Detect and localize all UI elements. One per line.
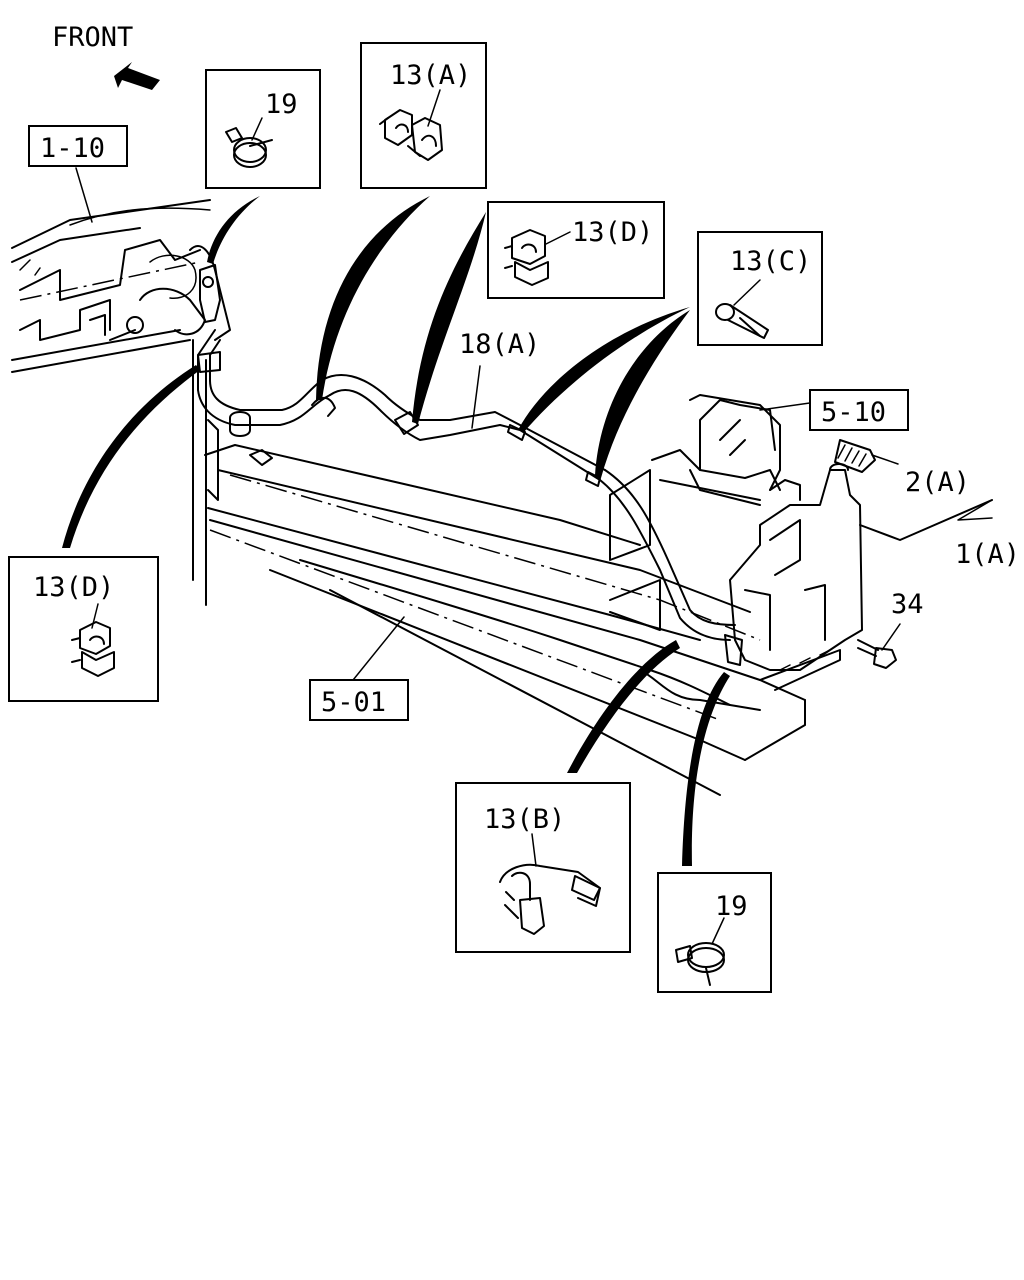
part-34-label: 34 [891, 589, 924, 620]
part-2a-label: 2(A) [905, 467, 970, 498]
callout-box-19-bottom: 19 [657, 872, 772, 993]
frame-and-body-linework [11, 199, 993, 796]
callout-box-19-top: 19 [205, 69, 321, 189]
label-leaders [75, 167, 993, 691]
reference-1-10: 1-10 [28, 125, 128, 167]
reference-5-01-label: 5-01 [321, 687, 386, 718]
hose-holder-clip-icon [499, 833, 601, 935]
reference-1-10-label: 1-10 [40, 133, 105, 164]
reference-5-01: 5-01 [309, 679, 409, 721]
callout-13c-label: 13(C) [730, 246, 811, 277]
callout-leaders [62, 196, 730, 866]
callout-13a-label: 13(A) [390, 60, 471, 91]
reference-5-10: 5-10 [809, 389, 909, 431]
callout-13d-top-label: 13(D) [572, 217, 653, 248]
front-label: FRONT [52, 22, 133, 53]
hose-clamp-icon [225, 117, 273, 168]
callout-box-13a: 13(A) [360, 42, 487, 189]
reference-5-10-label: 5-10 [821, 397, 886, 428]
callout-19-top-label: 19 [265, 89, 298, 120]
washer-hose [197, 264, 743, 666]
hose-clip-icon-left [71, 603, 115, 677]
hose-clamp-icon-bottom [675, 917, 725, 986]
part-1a-label: 1(A) [955, 539, 1020, 570]
callout-19-bottom-label: 19 [715, 891, 748, 922]
push-clip-icon [715, 279, 769, 339]
callout-box-13b: 13(B) [455, 782, 631, 953]
hose-clip-icon [504, 229, 571, 286]
double-clip-icon [379, 89, 443, 161]
callout-box-13d-left: 13(D) [8, 556, 159, 702]
callout-box-13d-top: 13(D) [487, 201, 665, 299]
part-18a-label: 18(A) [459, 329, 540, 360]
front-arrow-icon [114, 62, 160, 90]
callout-box-13c: 13(C) [697, 231, 823, 346]
callout-13d-left-label: 13(D) [33, 572, 114, 603]
callout-13b-label: 13(B) [484, 804, 565, 835]
